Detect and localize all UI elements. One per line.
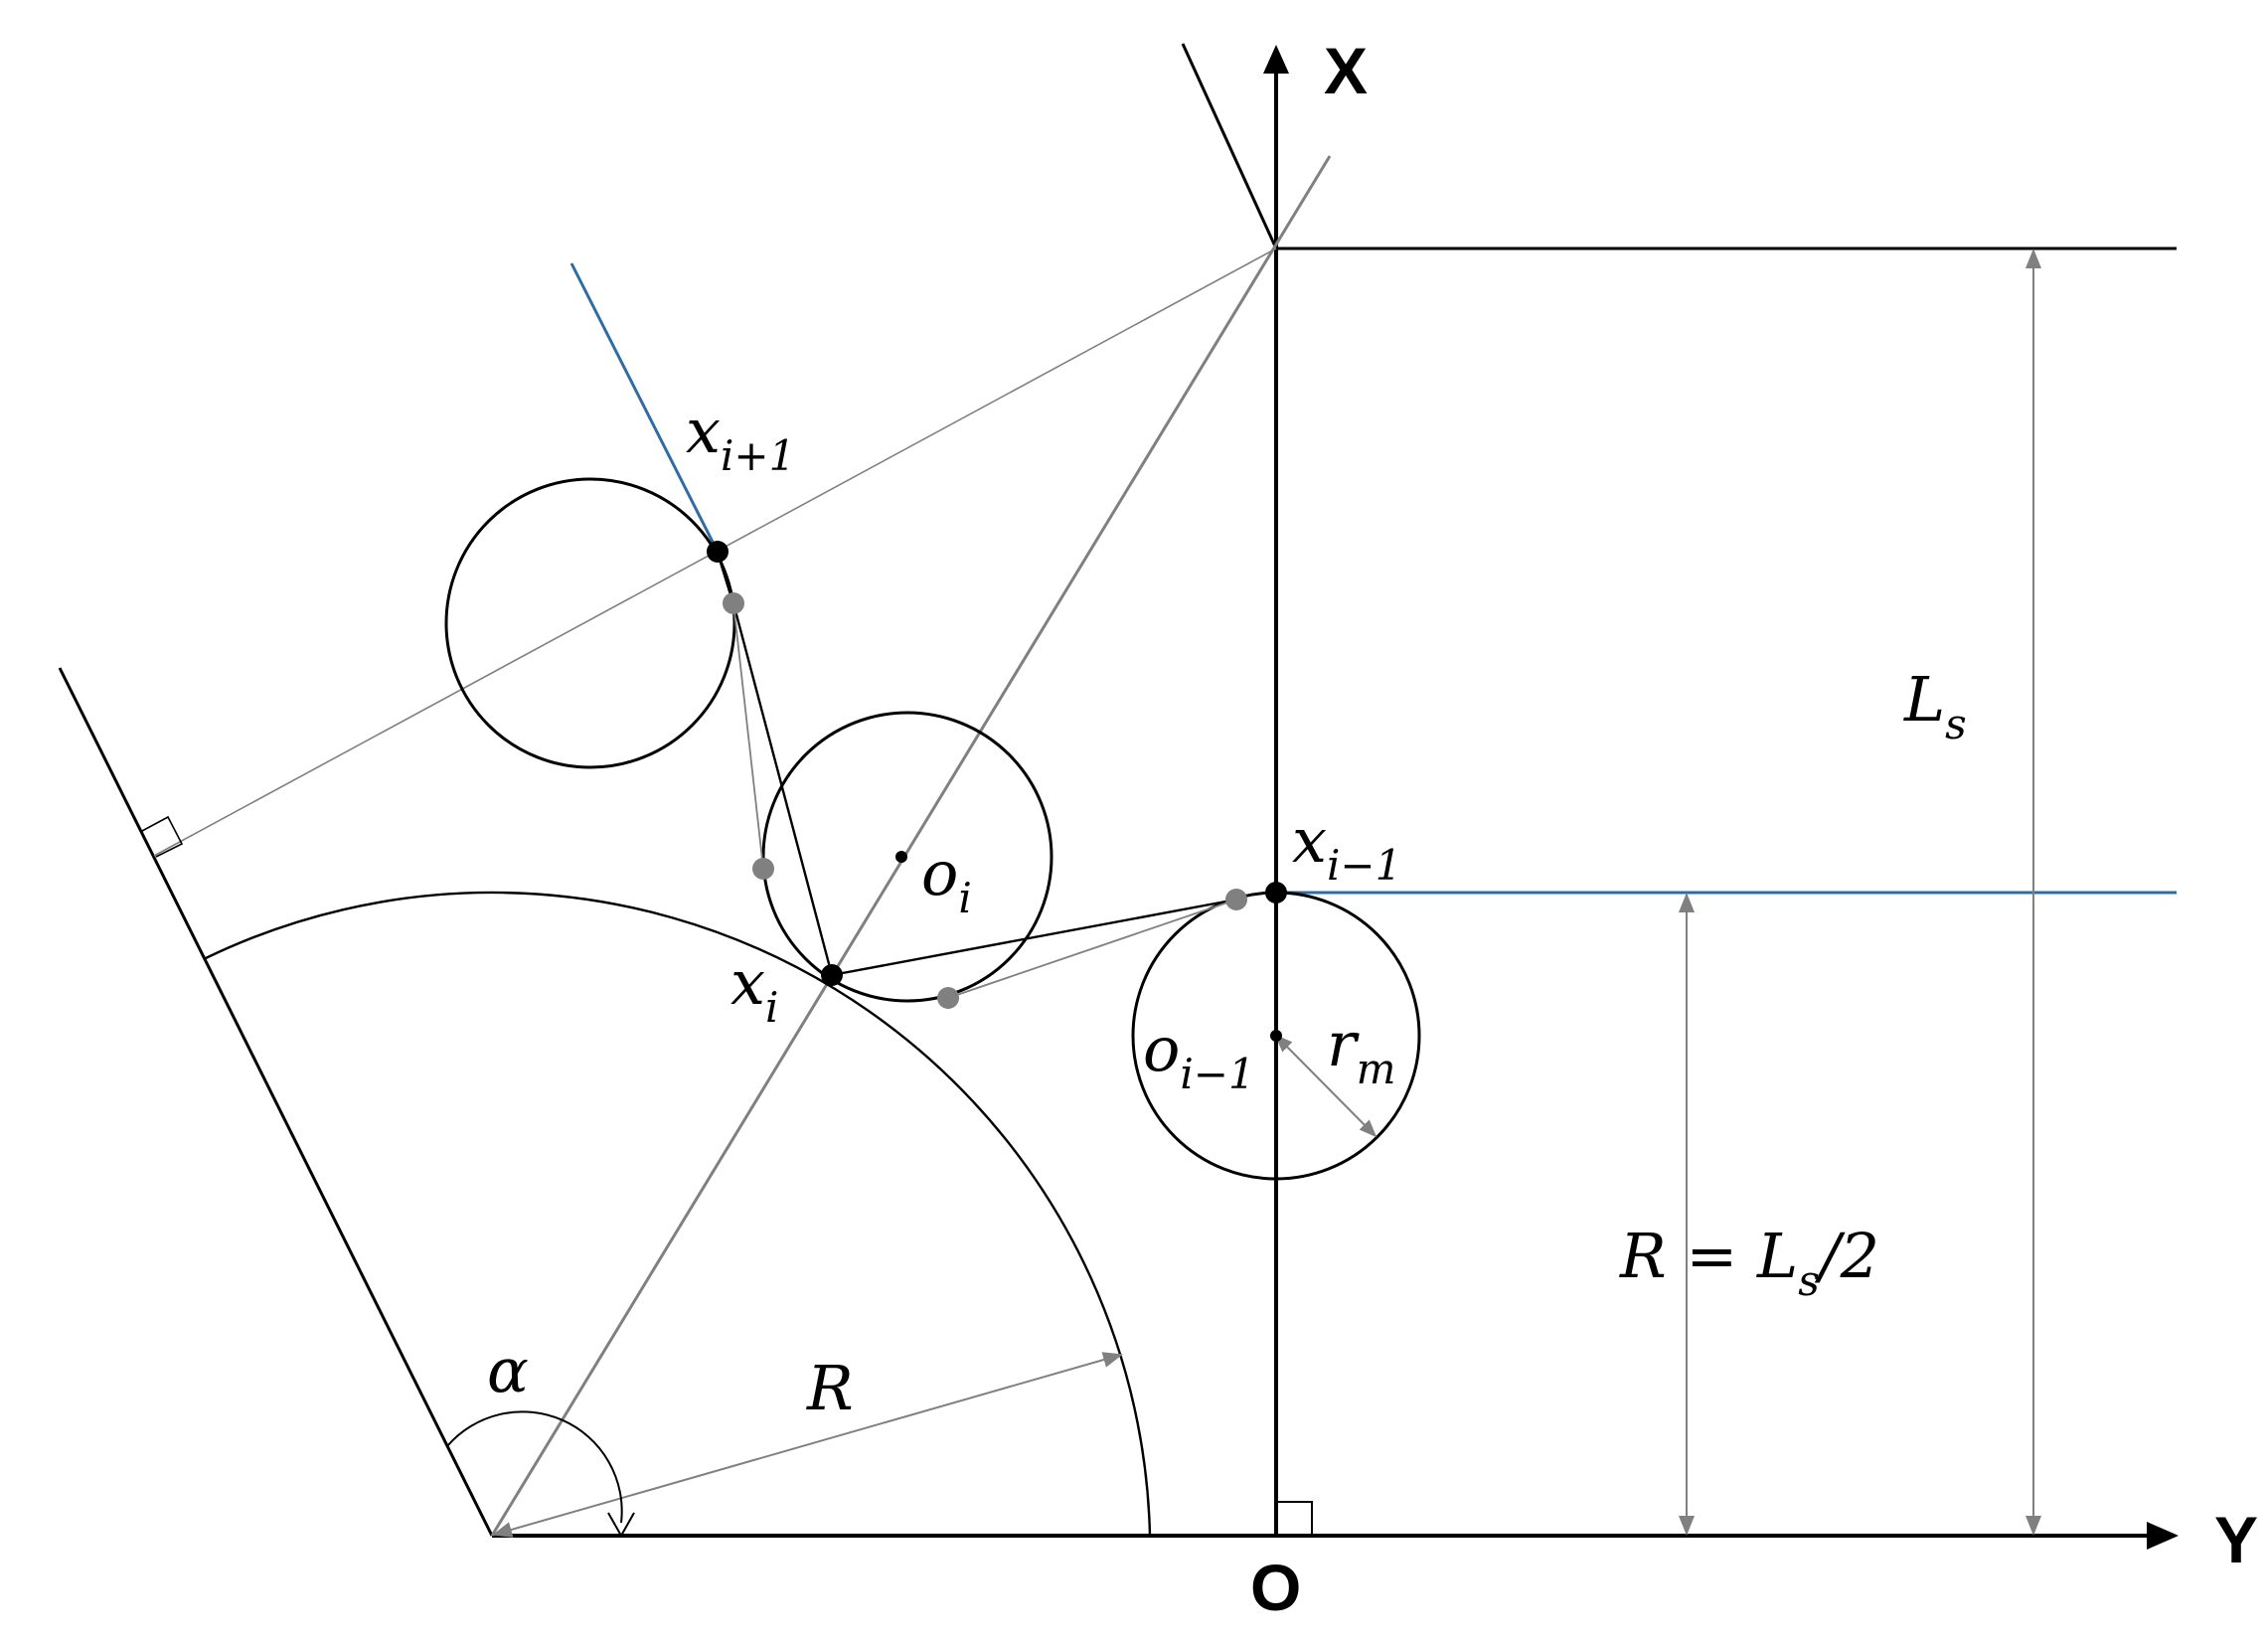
x-axis-label: X [1324, 34, 1368, 107]
circle-cur [761, 711, 1053, 1003]
perpendicular-right-angle-mark [141, 815, 184, 858]
label-alpha: α [487, 1334, 529, 1406]
point-x-cur [821, 964, 843, 986]
label-Ls: Ls [1903, 663, 1967, 748]
blue-tangent-line-next [569, 262, 720, 553]
point-x-prev [1265, 882, 1287, 904]
circle-next [444, 477, 736, 769]
label-R-eq: R = Ls/2 [1619, 1220, 1879, 1305]
point-gray-cur-left [752, 858, 774, 880]
center-o-cur [895, 851, 907, 863]
R-arrow [492, 1352, 1123, 1538]
radius-R-arc [205, 891, 1152, 1537]
link-xi-to-gray-upper [731, 602, 834, 976]
label-x-cur: xi [730, 946, 778, 1032]
point-x-next [707, 541, 729, 563]
left-boundary-line [58, 667, 494, 1537]
y-axis-arrowhead [2147, 1522, 2179, 1550]
origin-right-angle-mark [1276, 1501, 1313, 1536]
r-m-arrow [1274, 1034, 1377, 1138]
label-o-cur: oi [921, 837, 972, 922]
link-gray-bottom-to-gray-prev [947, 899, 1237, 999]
link-xi-to-gray-prev [831, 898, 1237, 977]
label-x-next: xi+1 [686, 395, 795, 480]
label-o-prev: oi−1 [1143, 1013, 1255, 1098]
alpha-arc-arrowhead [607, 1512, 635, 1539]
x-axis-arrowhead [1263, 45, 1289, 74]
center-o-prev [1270, 1030, 1282, 1042]
label-x-prev: xi−1 [1292, 804, 1401, 890]
link-gray-upper-to-gray-left [732, 602, 764, 870]
point-gray-next-lower [723, 592, 744, 614]
origin-label: O [1250, 1551, 1301, 1624]
alpha-arc [446, 1410, 623, 1524]
upper-slant-line [1181, 43, 1278, 249]
point-gray-prev-left [1225, 889, 1247, 910]
bisector-line [490, 155, 1332, 1537]
y-axis-label: Y [2214, 1503, 2258, 1576]
label-r-m: rm [1327, 1008, 1395, 1093]
point-gray-cur-bottom [937, 987, 959, 1009]
label-R: R [806, 1352, 854, 1424]
